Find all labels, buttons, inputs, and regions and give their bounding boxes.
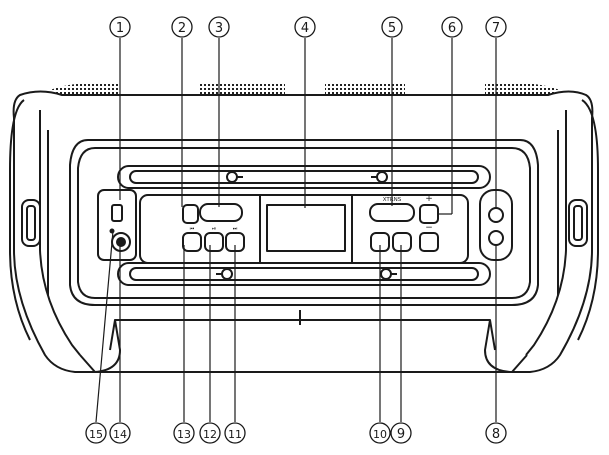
input-module — [97, 189, 137, 261]
base — [79, 354, 528, 373]
usb-port — [111, 204, 123, 222]
callout-9: 9 — [390, 422, 412, 444]
strap-clip-bottom-left — [216, 268, 233, 280]
callout-11: 11 — [224, 422, 246, 444]
strap-clip-top-right — [371, 171, 388, 183]
left-bumper — [9, 99, 31, 341]
front-frame — [69, 139, 539, 306]
panel-buttons — [182, 203, 439, 252]
callout-12: 12 — [199, 422, 221, 444]
device-body — [9, 82, 599, 373]
callout-number: 8 — [492, 427, 500, 442]
strap-clip-top-left — [226, 171, 243, 183]
strap-clips — [216, 171, 397, 280]
prev-button[interactable] — [182, 232, 202, 252]
right-bumper — [577, 99, 599, 341]
inner-shell-right — [525, 110, 567, 356]
mode-button[interactable] — [199, 203, 243, 222]
callout-number: 7 — [492, 21, 500, 36]
leader-15 — [95, 230, 114, 423]
callout-number: 14 — [113, 428, 127, 441]
volume-down-button[interactable] — [419, 232, 439, 252]
next-glyph: ⏭ — [233, 226, 238, 232]
callout-number: 3 — [215, 21, 223, 36]
play-pause-button[interactable] — [204, 232, 224, 252]
minus-glyph: − — [425, 223, 433, 233]
callout-number: 15 — [89, 428, 103, 441]
power-button[interactable] — [182, 204, 199, 224]
strap-clip-bottom-right — [380, 268, 397, 280]
callout-number: 6 — [448, 21, 456, 36]
callout-8: 8 — [485, 422, 507, 444]
callout-number: 4 — [301, 21, 309, 36]
callout-3: 3 — [208, 16, 230, 38]
callout-13: 13 — [173, 422, 195, 444]
callout-number: 11 — [228, 428, 242, 441]
volume-up-button[interactable] — [419, 204, 439, 224]
callout-4: 4 — [294, 16, 316, 38]
callout-2: 2 — [171, 16, 193, 38]
callout-number: 13 — [177, 428, 191, 441]
callout-number: 2 — [178, 21, 186, 36]
callout-15: 15 — [85, 422, 107, 444]
callout-5: 5 — [381, 16, 403, 38]
left-side-slot — [21, 199, 41, 247]
callout-6: 6 — [441, 16, 463, 38]
inner-shell — [39, 110, 81, 356]
preset-button[interactable] — [369, 203, 415, 222]
upper-strap — [117, 165, 491, 189]
display — [266, 204, 346, 252]
bluetooth-button[interactable] — [392, 232, 412, 252]
play-pause-glyph: ⏯ — [212, 226, 216, 232]
prev-glyph: ⏮ — [190, 226, 195, 232]
callout-10: 10 — [369, 422, 391, 444]
callout-7: 7 — [485, 16, 507, 38]
callout-14: 14 — [109, 422, 131, 444]
callout-1: 1 — [109, 16, 131, 38]
leader-lines — [95, 38, 497, 423]
callout-number: 9 — [397, 427, 405, 442]
callout-number: 10 — [373, 428, 387, 441]
callout-number: 12 — [203, 428, 217, 441]
callout-number: 5 — [388, 21, 396, 36]
callout-number: 1 — [116, 21, 124, 36]
plus-glyph: + — [425, 194, 433, 204]
right-side-slot — [568, 199, 588, 247]
